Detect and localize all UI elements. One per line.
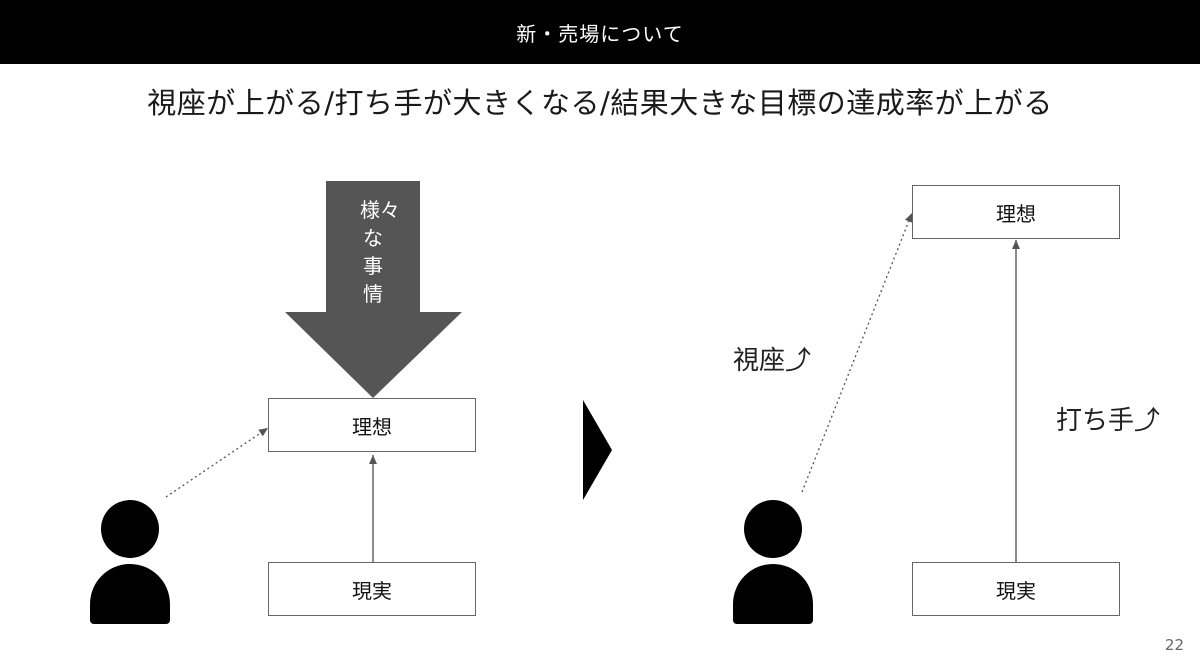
measures-label: 打ち手⤴ [1056, 406, 1161, 436]
right-reality-box: 現実 [912, 562, 1120, 616]
left-reality-label: 現実 [352, 578, 392, 603]
left-dotted-arrow [165, 427, 269, 498]
right-ideal-box: 理想 [912, 185, 1120, 239]
left-ideal-label: 理想 [352, 414, 392, 439]
page-number: 22 [1164, 636, 1184, 654]
right-ideal-label: 理想 [996, 201, 1036, 226]
person-icon-right [733, 500, 813, 624]
header-bar: 新・売場について [0, 0, 1200, 64]
slide-headline: 視座が上がる/打ち手が大きくなる/結果大きな目標の達成率が上がる [147, 86, 1053, 120]
left-ideal-box: 理想 [268, 398, 476, 452]
right-reality-label: 現実 [996, 578, 1036, 603]
person-icon-left [90, 500, 170, 624]
header-title: 新・売場について [516, 21, 684, 46]
right-dotted-arrow [801, 212, 913, 493]
viewpoint-label: 視座⤴ [733, 346, 812, 376]
constraint-arrow [285, 181, 462, 398]
left-reality-box: 現実 [268, 562, 476, 616]
transition-triangle [583, 400, 612, 500]
arrow-text: 様々な事情 [360, 198, 400, 306]
